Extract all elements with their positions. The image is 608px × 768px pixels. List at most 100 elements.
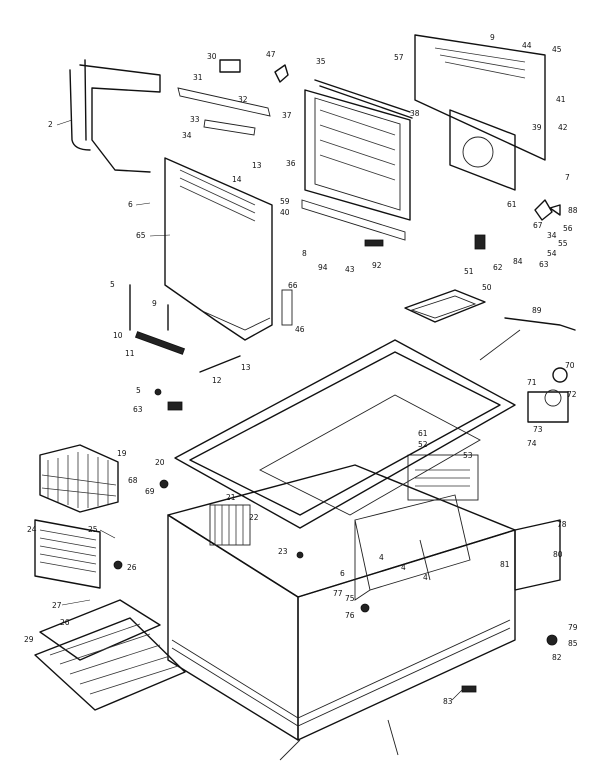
label-70: 70 [565,361,575,370]
label-37: 37 [282,111,292,120]
label-34a: 34 [182,131,192,140]
label-4c: 4 [423,573,428,582]
label-71: 71 [527,378,537,387]
label-4b: 4 [401,563,406,572]
label-12: 12 [212,376,222,385]
label-29: 29 [24,635,34,644]
label-23: 23 [278,547,288,556]
label-63b: 63 [133,405,143,414]
label-61b: 61 [418,429,428,438]
access-panel-78 [514,519,561,591]
label-38: 38 [410,109,420,118]
divider-26 [39,599,161,661]
wire-harness-89 [479,317,576,361]
label-11: 11 [125,349,135,358]
label-88: 88 [568,206,578,215]
label-44: 44 [522,41,532,50]
label-21: 21 [226,493,236,502]
label-54: 54 [547,249,557,258]
label-50: 50 [482,283,492,292]
overload-71 [527,389,569,423]
label-2: 2 [48,120,53,129]
label-27: 27 [52,601,62,610]
label-46: 46 [295,325,305,334]
leader-lines [56,119,463,701]
label-67: 67 [533,221,543,230]
label-9b: 9 [152,299,157,308]
label-33: 33 [190,115,200,124]
label-55: 55 [558,239,568,248]
label-79: 79 [568,623,578,632]
label-85: 85 [568,639,578,648]
label-31: 31 [193,73,203,82]
label-77: 77 [333,589,343,598]
label-66: 66 [288,281,298,290]
label-10: 10 [113,331,123,340]
label-22: 22 [249,513,259,522]
label-69: 69 [145,487,155,496]
basket-19 [39,444,119,513]
label-75: 75 [345,594,355,603]
label-34b: 34 [547,231,557,240]
grille-25 [34,519,101,589]
label-5: 5 [110,280,115,289]
label-9: 9 [490,33,495,42]
rail-40 [301,199,406,241]
label-56: 56 [563,224,573,233]
label-61: 61 [507,200,517,209]
label-72: 72 [567,390,577,399]
cabinet-body [167,464,516,761]
label-52: 52 [418,440,428,449]
label-92: 92 [372,261,382,270]
label-45: 45 [552,45,562,54]
label-74: 74 [527,439,537,448]
label-30: 30 [207,52,217,61]
label-32: 32 [238,95,248,104]
hinge-cover-46 [281,289,293,326]
label-81: 81 [500,560,510,569]
fan-blade-47 [274,64,289,83]
label-59: 59 [280,197,290,206]
label-78: 78 [557,520,567,529]
label-43: 43 [345,265,355,274]
label-7: 7 [565,173,570,182]
rear-panel-57 [414,34,546,161]
label-68: 68 [128,476,138,485]
label-51: 51 [464,267,474,276]
label-47: 47 [266,50,276,59]
label-63: 63 [539,260,549,269]
trim-strip-33 [203,119,256,136]
label-39: 39 [532,123,542,132]
label-84: 84 [513,257,523,266]
label-6: 6 [128,200,133,209]
door-panel-65 [164,157,273,341]
condenser-37 [304,89,411,221]
label-76: 76 [345,611,355,620]
label-83: 83 [443,697,453,706]
label-8: 8 [302,249,307,258]
lid-gasket-20 [174,339,516,529]
liner [259,394,481,516]
label-41: 41 [556,95,566,104]
bracket-30 [219,59,241,73]
label-36: 36 [286,159,296,168]
label-20: 20 [155,458,165,467]
label-35: 35 [316,57,326,66]
label-65: 65 [136,231,146,240]
label-24: 24 [27,525,37,534]
label-26b: 26 [60,618,70,627]
cabinet-grille-21 [209,504,251,546]
label-13a: 13 [252,161,262,170]
small-hardware [113,234,558,693]
label-25: 25 [88,525,98,534]
fan-shroud [449,109,516,191]
floor-grate-29 [34,617,186,711]
label-73: 73 [533,425,543,434]
label-4a: 4 [379,553,384,562]
label-42: 42 [558,123,568,132]
label-40: 40 [280,208,290,217]
machine-compartment [354,454,479,601]
label-5b: 5 [136,386,141,395]
tube-assembly-2 [69,59,161,173]
